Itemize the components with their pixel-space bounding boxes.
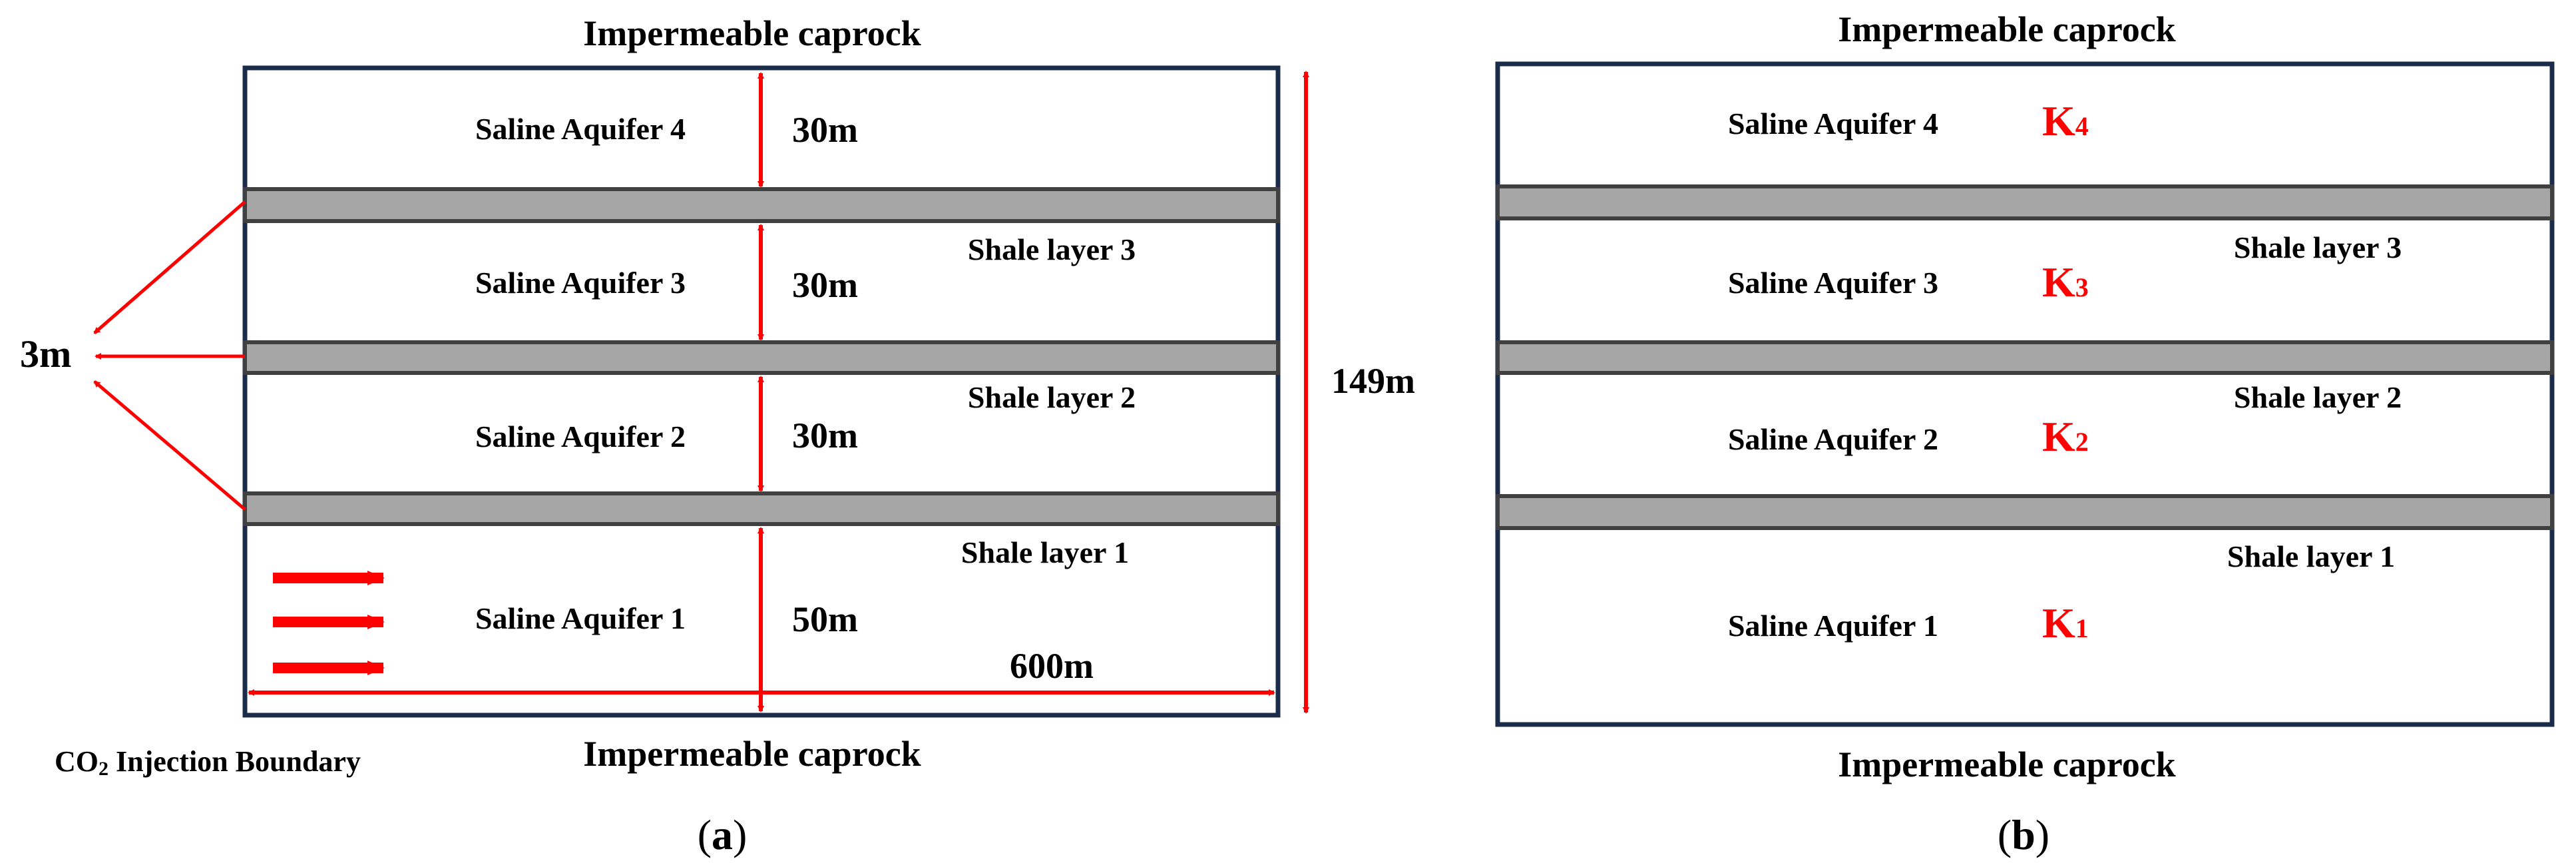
permeability-k2: K2 xyxy=(2042,413,2089,460)
thickness-3-label: 30m xyxy=(792,265,858,305)
aquifer-4-label: Saline Aquifer 4 xyxy=(475,112,686,146)
shale-thickness-label: 3m xyxy=(20,332,71,376)
caption-b: (b) xyxy=(1998,811,2049,858)
panel-a: Impermeable caprock Saline Aquifer 4 Sal… xyxy=(20,13,1415,858)
callout-arrow-shale-1 xyxy=(93,380,246,511)
shale-2-label: Shale layer 2 xyxy=(968,380,1136,414)
shale-layer-1 xyxy=(1496,494,2554,530)
aquifer-4-label: Saline Aquifer 4 xyxy=(1728,107,1938,141)
top-caprock-label: Impermeable caprock xyxy=(583,13,921,53)
permeability-k4: K4 xyxy=(2042,97,2089,144)
shale-3-label: Shale layer 3 xyxy=(968,232,1136,266)
thickness-4-label: 30m xyxy=(792,110,858,150)
shale-layer-3 xyxy=(1496,184,2554,220)
top-caprock-label: Impermeable caprock xyxy=(1838,9,2175,49)
permeability-k1: K1 xyxy=(2042,599,2089,647)
model-frame xyxy=(1495,61,2555,727)
bottom-caprock-label: Impermeable caprock xyxy=(1838,744,2175,784)
width-label: 600m xyxy=(1010,646,1094,686)
shale-1-label: Shale layer 1 xyxy=(961,535,1129,569)
aquifer-1-label: Saline Aquifer 1 xyxy=(475,601,686,635)
shale-layer-1 xyxy=(243,491,1280,526)
shale-layer-2 xyxy=(243,340,1280,375)
thickness-1-label: 50m xyxy=(792,599,858,639)
panel-b: Impermeable caprock Saline Aquifer 4 Sal… xyxy=(1495,9,2555,858)
injection-boundary-label: CO2 Injection Boundary xyxy=(55,745,361,780)
bottom-caprock-label: Impermeable caprock xyxy=(583,734,921,774)
shale-1-label: Shale layer 1 xyxy=(2227,539,2395,573)
caption-a: (a) xyxy=(698,811,748,858)
callout-arrow-shale-3 xyxy=(93,200,246,334)
total-height-label: 149m xyxy=(1331,361,1415,401)
aquifer-2-label: Saline Aquifer 2 xyxy=(475,420,686,453)
shale-2-label: Shale layer 2 xyxy=(2234,380,2402,414)
aquifer-2-label: Saline Aquifer 2 xyxy=(1728,422,1938,456)
thickness-2-label: 30m xyxy=(792,416,858,455)
shale-3-label: Shale layer 3 xyxy=(2234,230,2402,264)
aquifer-3-label: Saline Aquifer 3 xyxy=(1728,266,1938,300)
shale-layer-2 xyxy=(1496,340,2554,375)
aquifer-3-label: Saline Aquifer 3 xyxy=(475,266,686,300)
permeability-k3: K3 xyxy=(2042,258,2089,306)
aquifer-1-label: Saline Aquifer 1 xyxy=(1728,609,1938,643)
shale-layer-3 xyxy=(243,187,1280,223)
